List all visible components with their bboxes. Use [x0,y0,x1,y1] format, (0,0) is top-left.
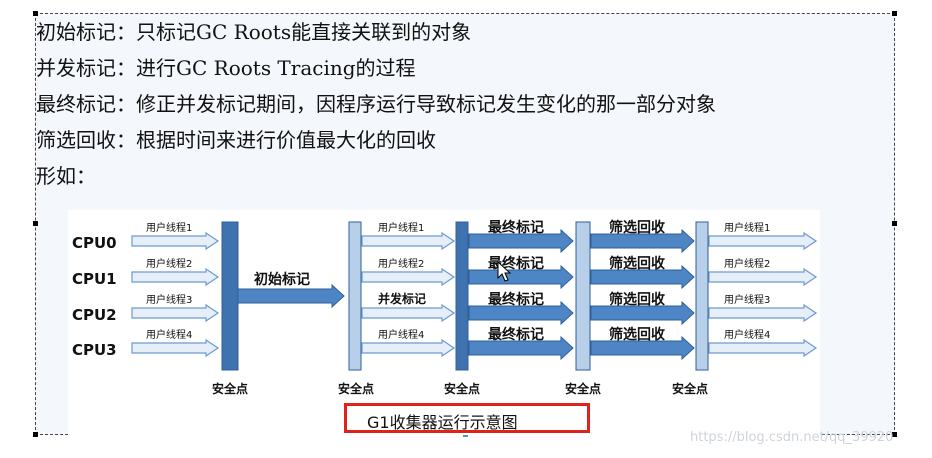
resize-handle-top-right[interactable] [892,11,897,16]
safepoint-bar-5 [695,221,709,371]
arrow-user-thread-s1-3 [131,338,220,358]
filter-recycle-label-0: 筛选回收 [609,219,666,236]
arrow-user-thread-s5-3 [708,338,818,358]
filter-recycle-label-2: 筛选回收 [609,291,666,308]
arrow-user-thread-s1-0 [131,231,220,251]
arrow-initial-mark [237,283,345,309]
cpu-label-1: CPU1 [72,270,117,288]
arrow-filter-recycle-0 [590,228,695,254]
safepoint-label-3: 安全点 [444,381,480,396]
watermark: https://blog.csdn.net/qq_39920 [690,430,894,445]
safepoint-label-5: 安全点 [672,381,708,396]
label-s2-2: 并发标记 [378,291,426,306]
arrow-s2-0 [361,231,456,251]
resize-handle-middle-right[interactable] [892,221,897,226]
arrow-final-mark-3 [468,335,574,361]
final-mark-label-2: 最终标记 [488,291,544,308]
text-line-example: 形如： [36,164,96,188]
caption-box: G1收集器运行示意图 [344,403,590,433]
cpu-label-2: CPU2 [72,306,117,324]
text-line-filter-recycle: 筛选回收：根据时间来进行价值最大化的回收 [36,128,436,152]
user-thread-label-s1-3: 用户线程4 [146,328,192,341]
user-thread-label-s5-2: 用户线程3 [724,293,770,306]
arrow-final-mark-1 [468,264,574,290]
arrow-s2-3 [361,338,456,358]
user-thread-label-s1-0: 用户线程1 [146,221,192,234]
label-s2-0: 用户线程1 [378,221,424,234]
safepoint-label-1: 安全点 [212,381,248,396]
arrow-final-mark-2 [468,300,574,326]
safepoint-label-2: 安全点 [338,381,374,396]
user-thread-label-s1-2: 用户线程3 [146,293,192,306]
arrow-filter-recycle-2 [590,300,695,326]
safepoint-bar-1 [221,221,239,371]
text-line-concurrent-mark: 并发标记：进行GC Roots Tracing的过程 [36,56,416,80]
final-mark-label-3: 最终标记 [488,326,544,343]
arrow-s2-2 [361,303,456,323]
resize-handle-top-left[interactable] [33,11,38,16]
initial-mark-label: 初始标记 [254,271,310,288]
label-s2-1: 用户线程2 [378,257,424,270]
diagram-caption: G1收集器运行示意图 [367,413,518,432]
final-mark-label-1: 最终标记 [488,255,544,272]
user-thread-label-s5-1: 用户线程2 [724,257,770,270]
filter-recycle-label-1: 筛选回收 [609,255,666,272]
label-s2-3: 用户线程4 [378,328,424,341]
arrow-user-thread-s5-1 [708,267,818,287]
user-thread-label-s5-0: 用户线程1 [724,221,770,234]
arrow-user-thread-s5-0 [708,231,818,251]
arrow-s2-1 [361,267,456,287]
resize-handle-middle-left[interactable] [33,221,38,226]
safepoint-bar-4 [575,221,591,371]
user-thread-label-s1-1: 用户线程2 [146,257,192,270]
user-thread-label-s5-3: 用户线程4 [724,328,770,341]
arrow-final-mark-0 [468,228,574,254]
arrow-filter-recycle-1 [590,264,695,290]
text-line-initial-mark: 初始标记：只标记GC Roots能直接关联到的对象 [36,20,472,44]
cpu-label-0: CPU0 [72,234,117,252]
mouse-cursor-icon [497,260,512,282]
resize-handle-bottom-left[interactable] [33,432,38,437]
resize-handle-bottom-right[interactable] [892,432,897,437]
arrow-user-thread-s1-2 [131,303,220,323]
arrow-filter-recycle-3 [590,335,695,361]
filter-recycle-label-3: 筛选回收 [609,326,666,343]
final-mark-label-0: 最终标记 [488,219,544,236]
safepoint-bar-2 [348,221,362,371]
arrow-user-thread-s1-1 [131,267,220,287]
safepoint-label-4: 安全点 [565,381,601,396]
cpu-label-3: CPU3 [72,341,117,359]
text-line-final-mark: 最终标记：修正并发标记期间，因程序运行导致标记发生变化的那一部分对象 [36,92,716,116]
safepoint-bar-3 [455,221,469,371]
arrow-user-thread-s5-2 [708,303,818,323]
